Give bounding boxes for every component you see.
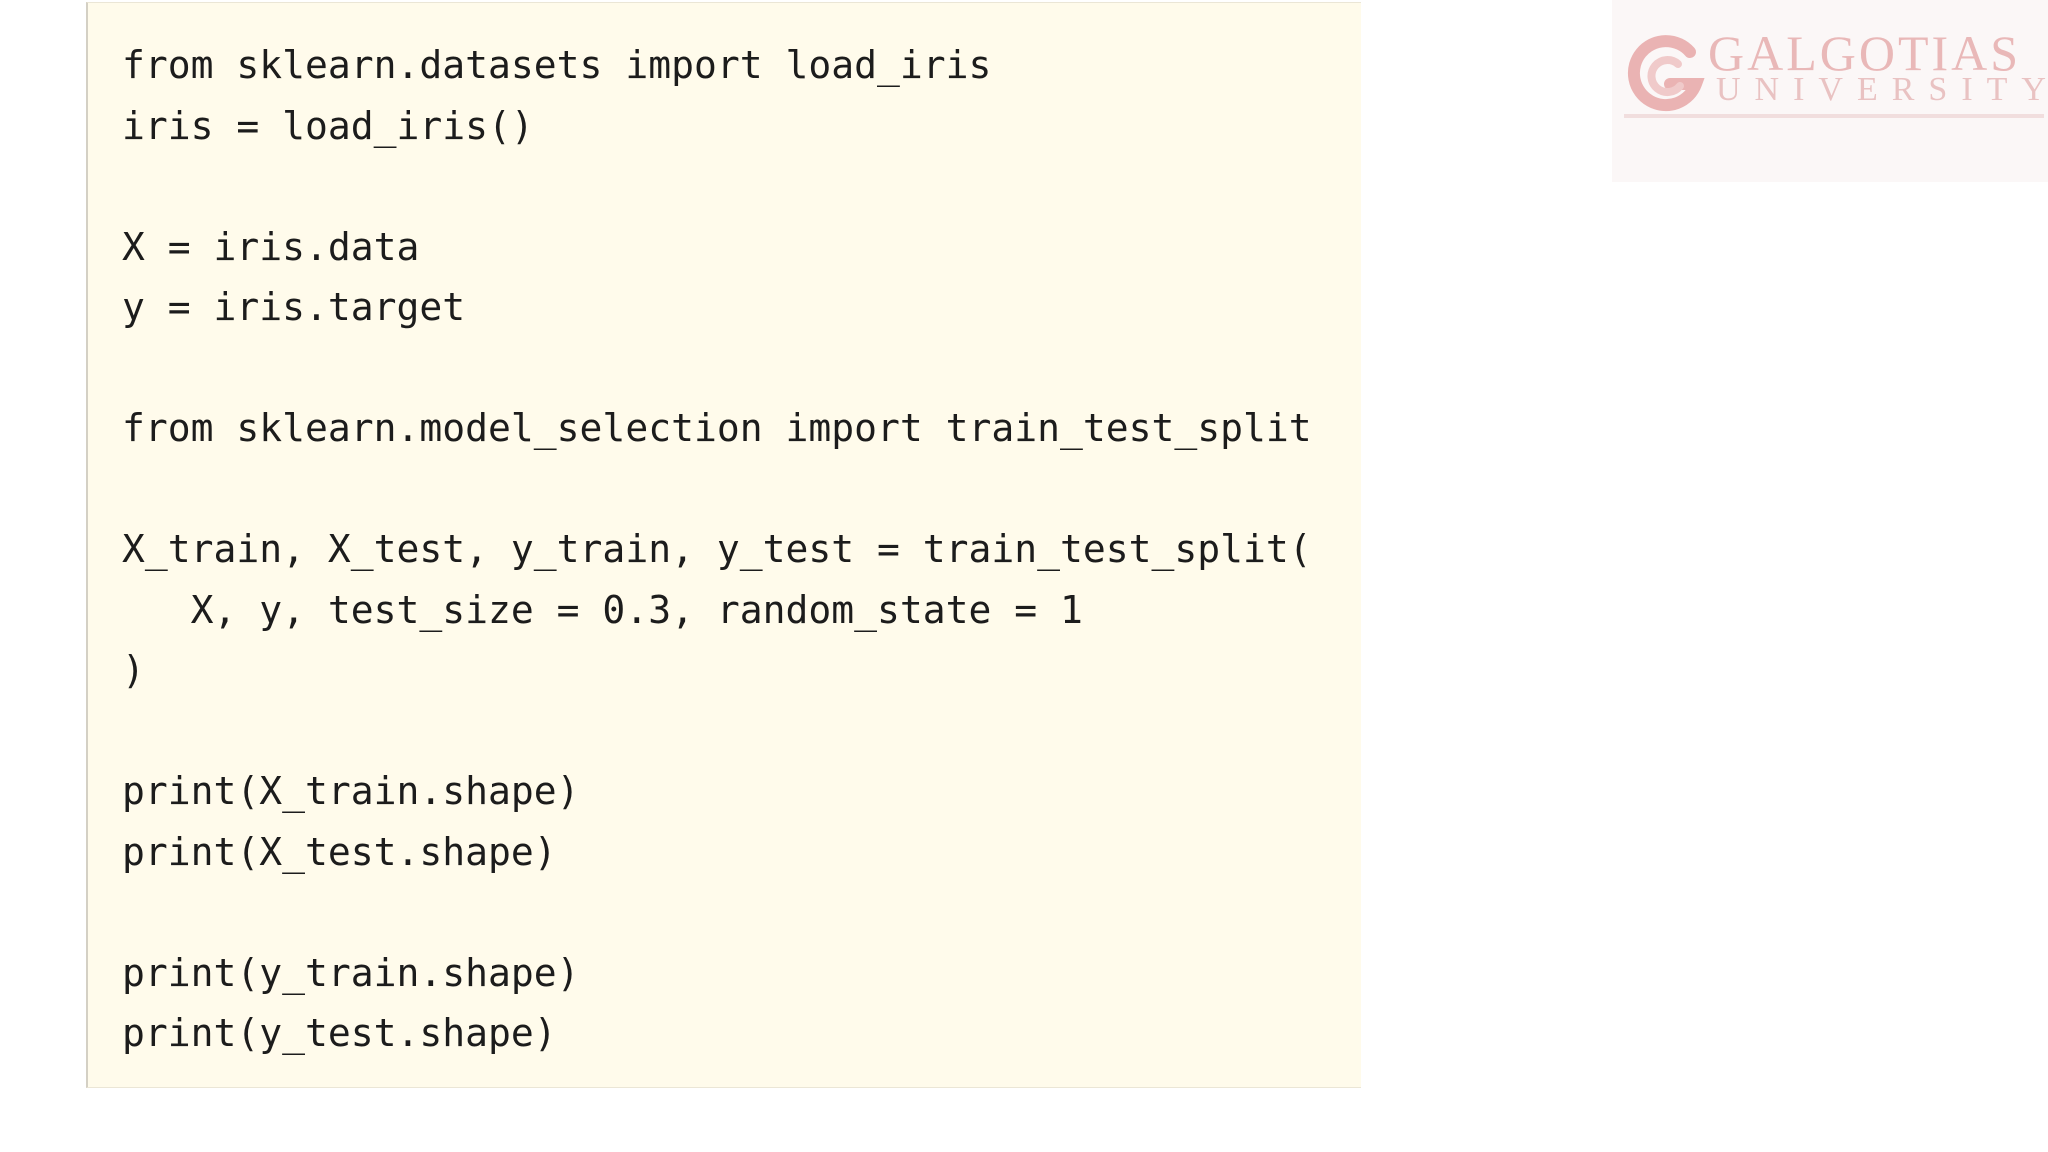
code-line: from sklearn.datasets import load_iris: [122, 43, 992, 87]
galgotias-logo-mark-icon: [1627, 35, 1705, 112]
university-logo: GALGOTIAS UNIVERSITY: [1612, 0, 2048, 182]
code-line: X, y, test_size = 0.3, random_state = 1: [122, 587, 1083, 632]
logo-fine-print: [1624, 114, 2044, 118]
code-line: [122, 156, 1312, 217]
code-line: [122, 459, 1312, 520]
logo-subtitle: UNIVERSITY: [1716, 71, 2048, 108]
code-line: [122, 882, 1312, 943]
code-line: print(X_test.shape): [122, 829, 557, 874]
code-line: print(y_test.shape): [122, 1011, 557, 1055]
code-line: ): [122, 648, 145, 692]
code-line: y = iris.target: [122, 285, 466, 329]
code-line: X_train, X_test, y_train, y_test = train…: [122, 527, 1312, 571]
code-line: X = iris.data: [122, 224, 420, 269]
code-line: print(X_train.shape): [122, 769, 580, 813]
code-line: print(y_train.shape): [122, 950, 580, 995]
logo-name: GALGOTIAS: [1708, 25, 2022, 81]
code-line: [122, 338, 1312, 399]
code-line: [122, 701, 1312, 762]
code-line: iris = load_iris(): [122, 103, 534, 148]
code-line: from sklearn.model_selection import trai…: [122, 406, 1312, 450]
